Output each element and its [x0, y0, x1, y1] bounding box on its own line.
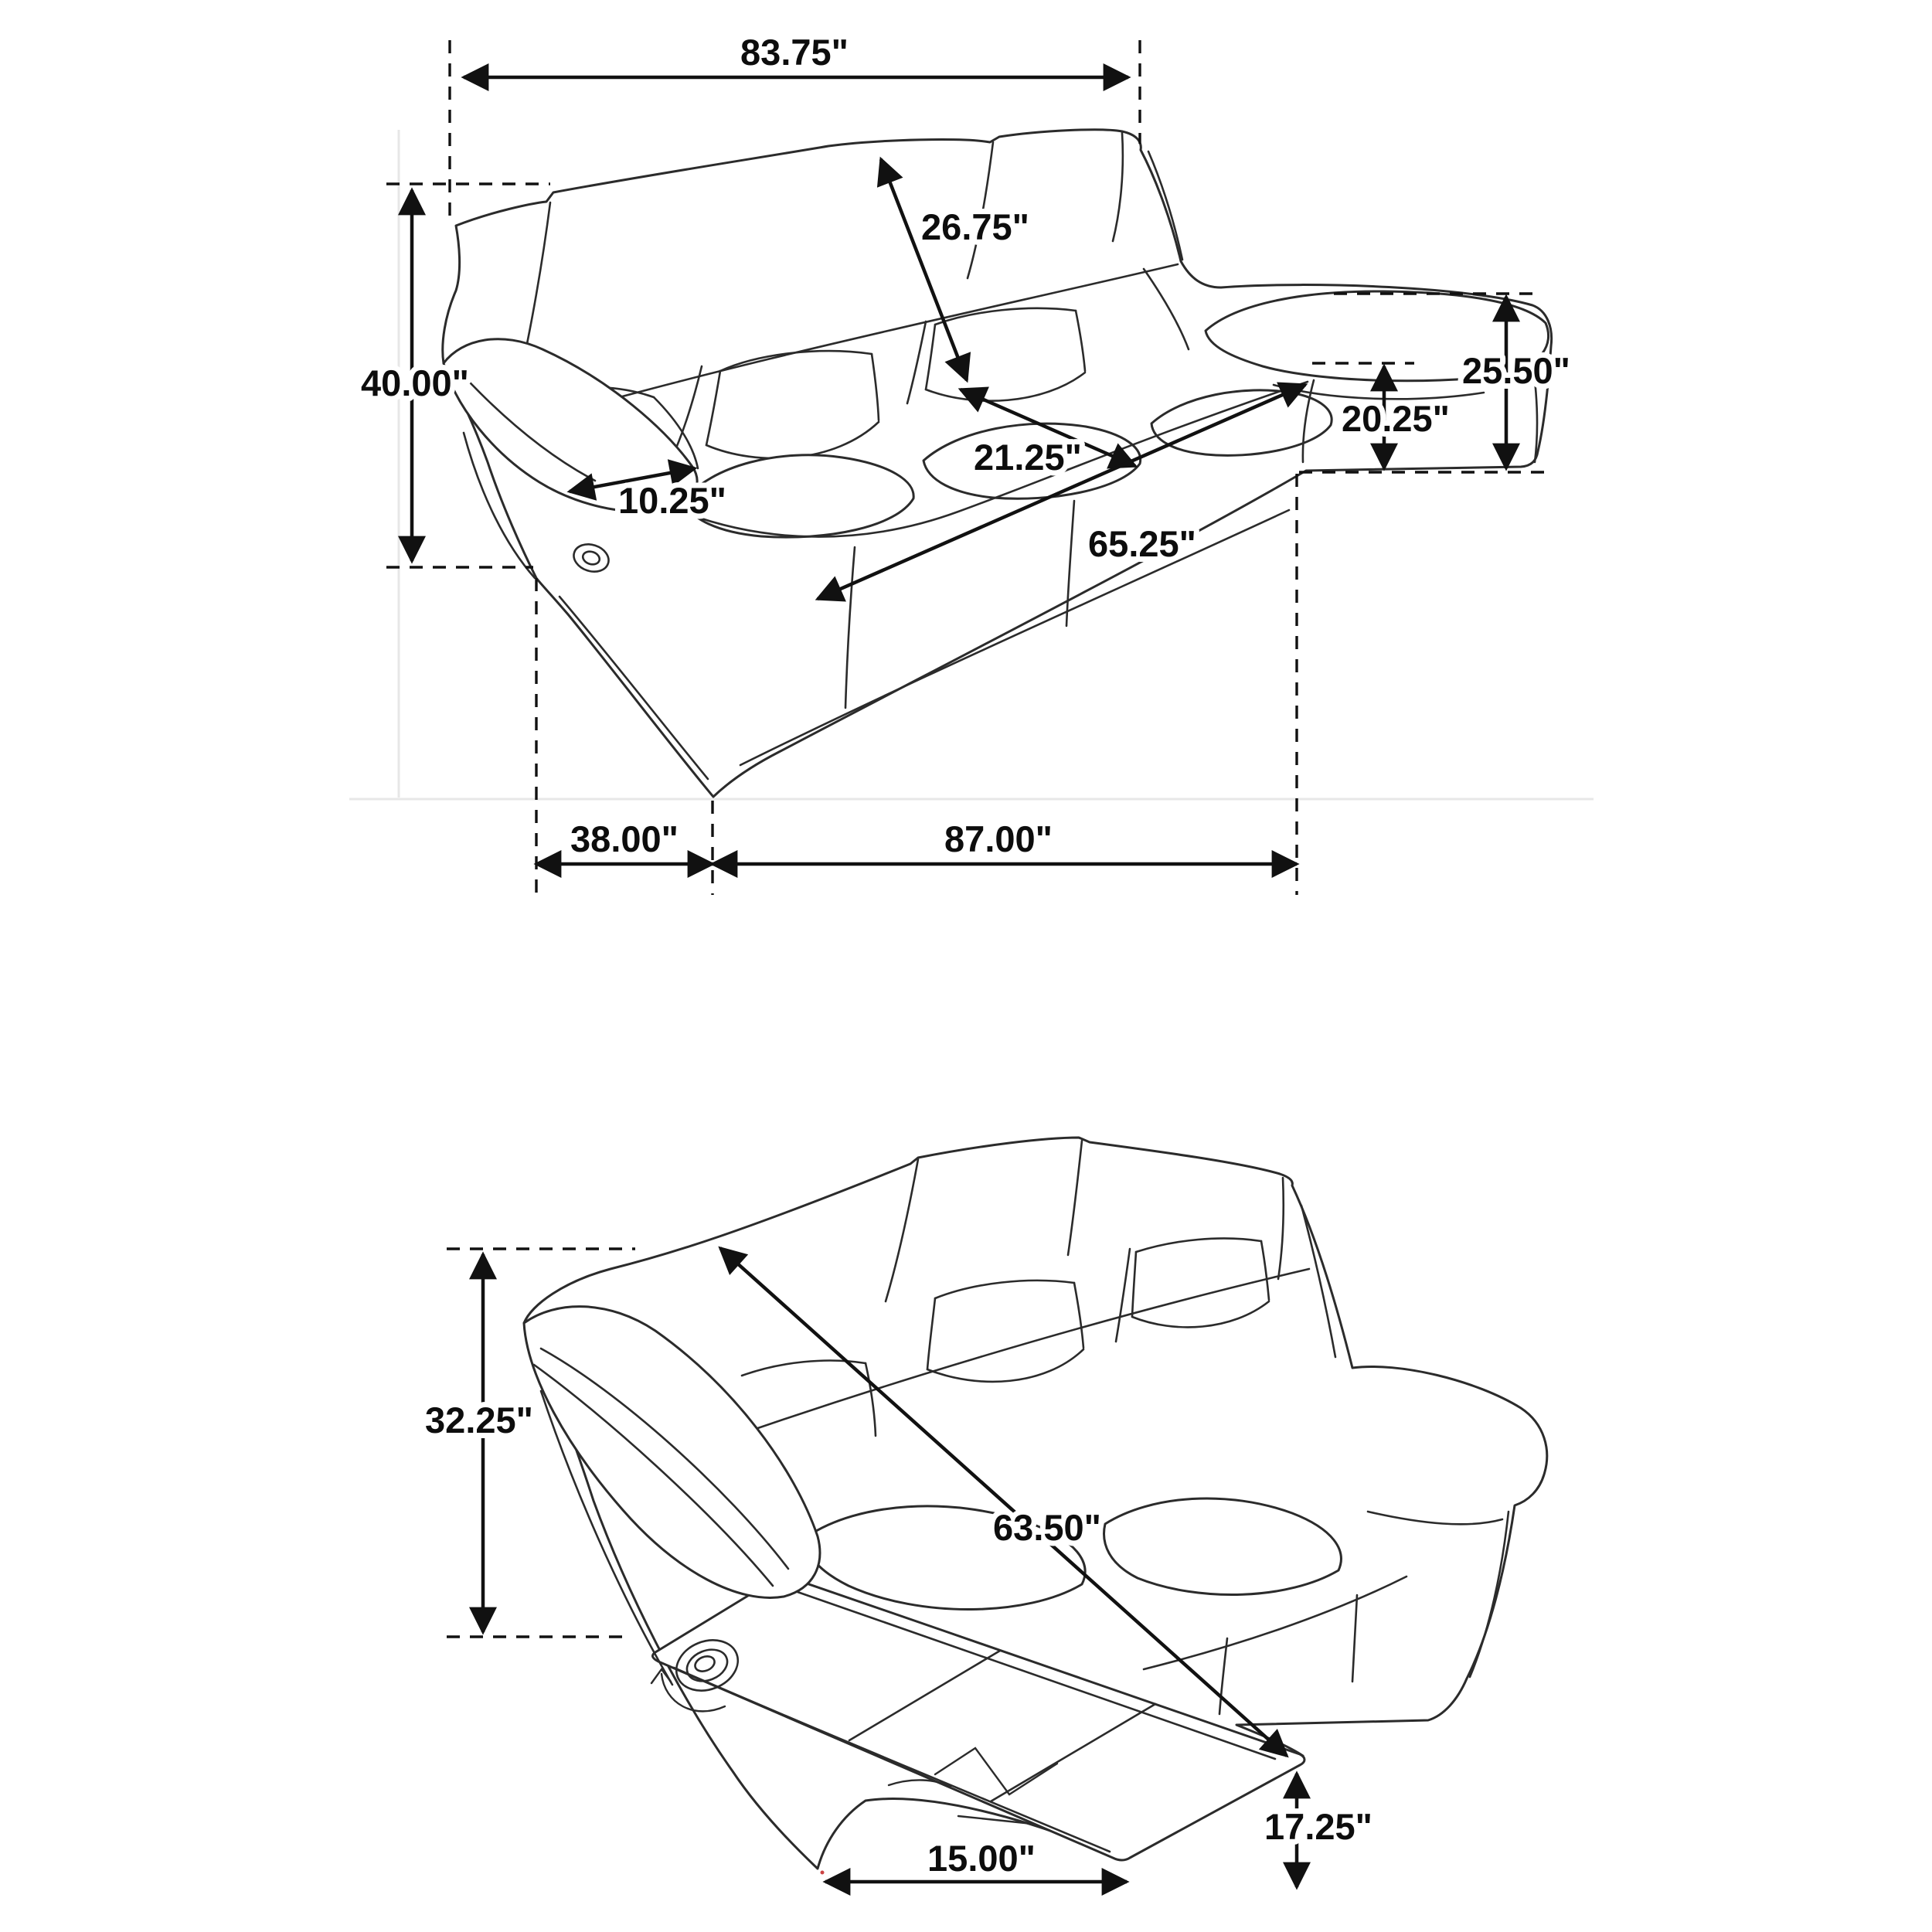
dim-arm-height: 25.50"	[1334, 292, 1576, 471]
dimension-label: 83.75"	[740, 32, 849, 73]
dim-back-diagonal: 26.75"	[876, 156, 1035, 383]
upright-sofa-figure: 83.75" 26.75" 40.00" 10.25" 21.25" 65.25…	[355, 26, 1576, 895]
arm-front-seam	[462, 431, 536, 580]
back-cushion-seam	[705, 369, 722, 447]
back-right-edge-seam	[1300, 1204, 1337, 1359]
dim-arm-width: 10.25"	[566, 459, 732, 526]
headrest-divider	[966, 141, 995, 280]
dimension-label: 65.25"	[1088, 523, 1196, 564]
power-button-outer	[573, 543, 610, 573]
base-seam	[558, 595, 709, 781]
dimension-label: 21.25"	[974, 437, 1082, 478]
dimension-arrow	[815, 382, 1308, 602]
dim-footrest-height: 17.25"	[1259, 1770, 1378, 1890]
dimension-label: 10.25"	[618, 480, 726, 521]
dim-overall-height: 40.00"	[355, 182, 550, 569]
headrest-corner-seam	[1111, 131, 1124, 243]
recliner-mechanism	[887, 1747, 1059, 1825]
reclined-sofa-figure: 32.25" 63.50" 17.25" 15.00"	[420, 1136, 1549, 1896]
back-cushion-seam	[719, 349, 873, 372]
dimension-label: 40.00"	[361, 362, 469, 403]
dimension-arrow	[566, 459, 698, 501]
back-right-edge-seam	[1147, 150, 1184, 261]
dimension-arrow	[718, 1246, 1289, 1758]
back-cushion-seam	[1074, 309, 1087, 372]
base-seam	[1533, 379, 1539, 464]
right-arm-pad	[1204, 290, 1550, 383]
dim-overall-width: 87.00"	[709, 474, 1300, 895]
dimension-arrow	[876, 156, 971, 383]
base-seam	[1351, 1594, 1359, 1683]
dimension-label: 15.00"	[927, 1838, 1036, 1879]
power-button-icon	[573, 543, 610, 573]
dimension-label: 38.00"	[570, 818, 679, 859]
mechanism-linkage	[957, 1815, 1034, 1825]
dimension-label: 20.25"	[1342, 398, 1450, 439]
mechanism-linkage	[887, 1779, 952, 1788]
rotate-arrow-head	[650, 1667, 672, 1685]
dimension-label: 26.75"	[921, 206, 1029, 247]
dimension-label: 63.50"	[993, 1507, 1101, 1548]
dim-seat-height: 20.25"	[1299, 362, 1544, 474]
mechanism-linkage	[934, 1747, 1059, 1796]
dimension-label: 25.50"	[1462, 350, 1570, 391]
dim-back-width: 83.75"	[448, 26, 1141, 226]
dim-footrest-extension: 15.00"	[822, 1832, 1130, 1896]
arm-pad-seam	[1366, 1510, 1504, 1526]
arm-front-seam	[539, 1389, 674, 1686]
dimension-label: 87.00"	[944, 818, 1053, 859]
dim-recline-diagonal: 63.50"	[718, 1246, 1289, 1758]
dimension-label: 17.25"	[1264, 1806, 1372, 1847]
dimension-label: 32.25"	[425, 1400, 533, 1440]
dim-back-height: 32.25"	[420, 1247, 635, 1638]
handle-knob-inner	[694, 1655, 716, 1672]
dim-overall-depth: 38.00"	[533, 578, 716, 895]
wing-seam	[1142, 267, 1190, 351]
headrest-divider	[1066, 1139, 1083, 1257]
base-seam	[1468, 1510, 1510, 1679]
power-button-inner	[581, 550, 601, 566]
red-speck	[820, 1870, 825, 1875]
rotate-arrow-icon	[660, 1672, 726, 1713]
dim-seat-width: 65.25"	[815, 382, 1308, 602]
